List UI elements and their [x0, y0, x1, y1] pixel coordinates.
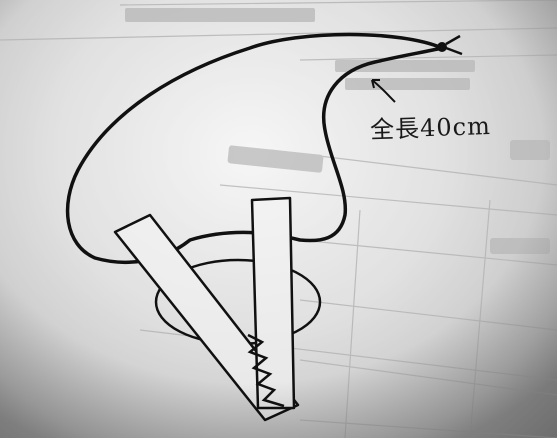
length-annotation: 全長40cm: [369, 111, 492, 145]
